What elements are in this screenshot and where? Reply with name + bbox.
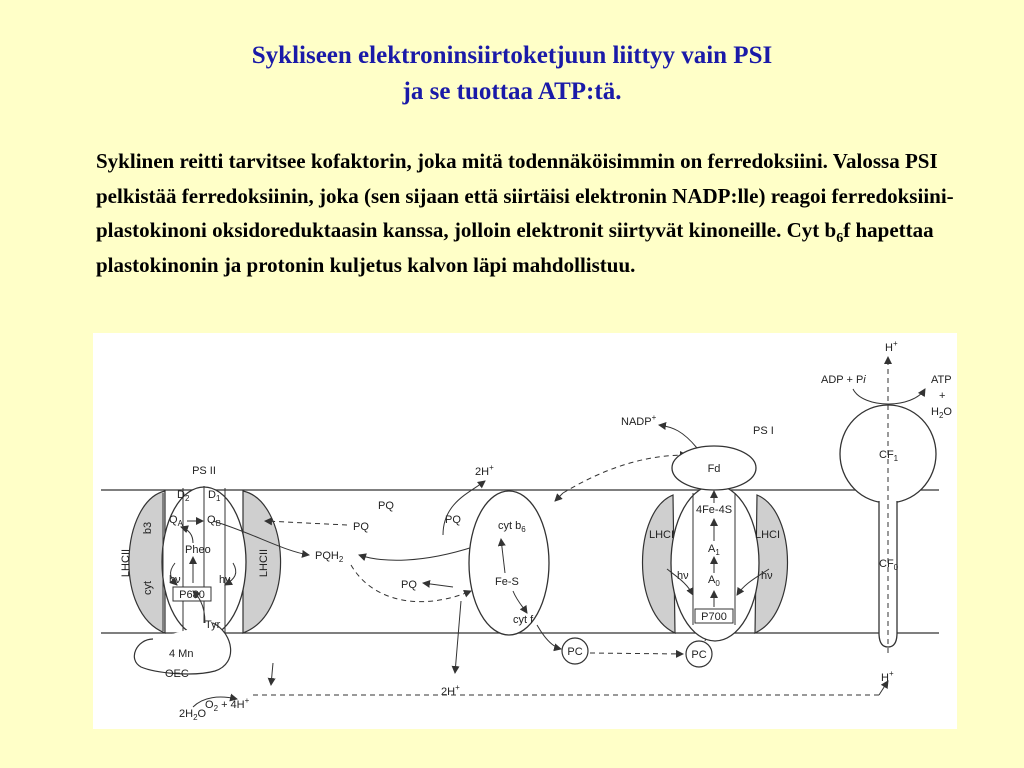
- psi-lhci-right: [754, 494, 789, 634]
- psi-hv-right-arrow: [736, 568, 770, 596]
- cf0-stalk: [878, 501, 898, 648]
- h-top-label: H+: [885, 339, 898, 354]
- psii-title: PS II: [192, 465, 216, 477]
- pc-left-label: PC: [567, 646, 582, 658]
- thylakoid-diagram-svg: PS II LHCII LHCII b3 cyt D2 D1 QA QB Phe…: [101, 339, 952, 722]
- psii-lhcii-right: [242, 490, 282, 634]
- pq-label-3: PQ: [445, 514, 461, 526]
- psii-oec-label: OEC: [165, 668, 189, 680]
- atp-plus-label: +: [939, 390, 945, 402]
- cyclic-return-arrow: [554, 492, 564, 502]
- adp-to-atp-arrow: [852, 388, 926, 405]
- psii-o2-label: O2 + 4H+: [205, 696, 250, 713]
- atp-h2o-label: H2O: [931, 406, 952, 420]
- psii-h2o-label: 2H2O: [179, 708, 207, 722]
- fd-to-nadp-arrow: [658, 422, 698, 449]
- body-subscript: 6: [836, 231, 844, 247]
- a0-label: A0: [708, 574, 720, 588]
- fes-to-cytf-arrow: [512, 590, 528, 614]
- psii-h-release-arrow: [267, 662, 276, 686]
- psii-oec-shape: [133, 622, 232, 675]
- pq-to-label-arrow: [422, 579, 454, 588]
- psii-lhcii-right-label: LHCII: [258, 549, 270, 577]
- h2plus-bottom-label: 2H+: [441, 683, 460, 698]
- thylakoid-diagram: PS II LHCII LHCII b3 cyt D2 D1 QA QB Phe…: [93, 333, 957, 729]
- pq-pool: PQ PQ PQ PQ PQH2 2H+ 2H+: [212, 451, 688, 698]
- psii-mn-label: 4 Mn: [169, 648, 193, 660]
- cf1-label: CF1: [879, 449, 899, 463]
- psii-tyr-arrow: [192, 590, 206, 624]
- psii-cyt-label: cyt: [142, 581, 154, 595]
- psii-d2-label: D2: [177, 489, 190, 503]
- cytb6f-oval: [468, 490, 550, 636]
- pc-left-circle: [561, 637, 589, 665]
- psi-hv-left-arrow: [666, 568, 694, 596]
- psii-b3-label: b3: [142, 522, 154, 534]
- psii-hv-right-arrow: [224, 562, 237, 586]
- psii-water-split-arrow: [192, 693, 238, 708]
- cf0-label: CF0: [879, 558, 899, 572]
- atp-synthase: CF1 CF0 H+ H+ ADP + Pi ATP + H2O: [253, 339, 952, 696]
- h2plus-out-arrow: [442, 480, 486, 536]
- psii-complex: PS II LHCII LHCII b3 cyt D2 D1 QA QB Phe…: [120, 465, 282, 722]
- pq-to-qb-dashed: [264, 517, 348, 526]
- psii-qa-label: QA: [169, 514, 184, 528]
- cytf-to-pc-arrow: [536, 624, 562, 652]
- psi-complex: PS I NADP+ Fd 4Fe-4S A1 A0 P700 LHCI LHC…: [621, 413, 789, 642]
- fe4s-label: 4Fe-4S: [696, 504, 732, 516]
- psi-hv-right: hν: [761, 570, 773, 582]
- pc-shuttle-dashed: [589, 649, 684, 658]
- body-text-part-2: f hapettaa plastokinonin ja protonin kul…: [96, 218, 934, 277]
- cytb6-to-pqh2-arrow: [358, 546, 474, 562]
- pq-label-4: PQ: [401, 579, 417, 591]
- a1-label: A1: [708, 543, 720, 557]
- qb-to-pqh2-arrow: [212, 520, 310, 558]
- psi-title: PS I: [753, 425, 774, 437]
- p700-label: P700: [701, 611, 727, 623]
- pc-shuttle: PC PC: [536, 624, 713, 668]
- title-line-1: Sykliseen elektroninsiirtoketjuun liitty…: [251, 42, 773, 69]
- p700-box: [694, 608, 734, 624]
- psii-pheo-label: Pheo: [185, 544, 211, 556]
- psi-hv-left: hν: [677, 570, 689, 582]
- fes-label: Fe-S: [495, 576, 519, 588]
- cytf-label: cyt f: [513, 614, 534, 626]
- fes-to-b6-arrow: [497, 538, 506, 574]
- lhci-left-label: LHCI: [649, 529, 674, 541]
- pqh2-label: PQH2: [315, 550, 344, 564]
- psii-qb-label: QB: [207, 514, 221, 528]
- body-text-part-1: Syklinen reitti tarvitsee kofaktorin, jo…: [96, 149, 954, 242]
- psii-p680-box: [172, 586, 212, 602]
- nadp-label: NADP+: [621, 413, 657, 428]
- h-bottom-label: H+: [881, 669, 894, 684]
- pc-right-circle: [685, 640, 713, 668]
- psii-hv-right: hν: [219, 574, 231, 586]
- psii-p680-label: P680: [179, 589, 205, 601]
- psii-pheo-arrow: [180, 525, 194, 544]
- fd-to-cytb6-dashed: [562, 451, 688, 494]
- psii-lhcii-left-label: LHCII: [120, 549, 132, 577]
- pq-label-2: PQ: [353, 521, 369, 533]
- lumen-to-cf0-arrow: [878, 680, 889, 696]
- psii-d1-label: D1: [208, 489, 221, 503]
- body-paragraph: Syklinen reitti tarvitsee kofaktorin, jo…: [96, 144, 976, 282]
- atp-label: ATP: [931, 374, 952, 386]
- slide-title: Sykliseen elektroninsiirtoketjuun liitty…: [0, 38, 1024, 110]
- cytb6-label: cyt b6: [498, 520, 526, 534]
- pq-label-1: PQ: [378, 500, 394, 512]
- title-line-2: ja se tuottaa ATP:tä.: [402, 78, 622, 105]
- h2plus-in-arrow: [451, 600, 462, 674]
- cytb6f-complex: cyt b6 Fe-S cyt f: [468, 490, 550, 636]
- psii-tyr-label: Tyr: [205, 619, 221, 631]
- psii-hv-left-arrow: [169, 562, 178, 586]
- lhci-right-label: LHCI: [755, 529, 780, 541]
- psi-lhci-left: [641, 494, 676, 634]
- fd-label: Fd: [708, 463, 721, 475]
- adp-label: ADP + Pi: [821, 374, 866, 386]
- h2plus-top-label: 2H+: [475, 463, 494, 478]
- psii-lhcii-left: [128, 490, 166, 634]
- pc-right-label: PC: [691, 649, 706, 661]
